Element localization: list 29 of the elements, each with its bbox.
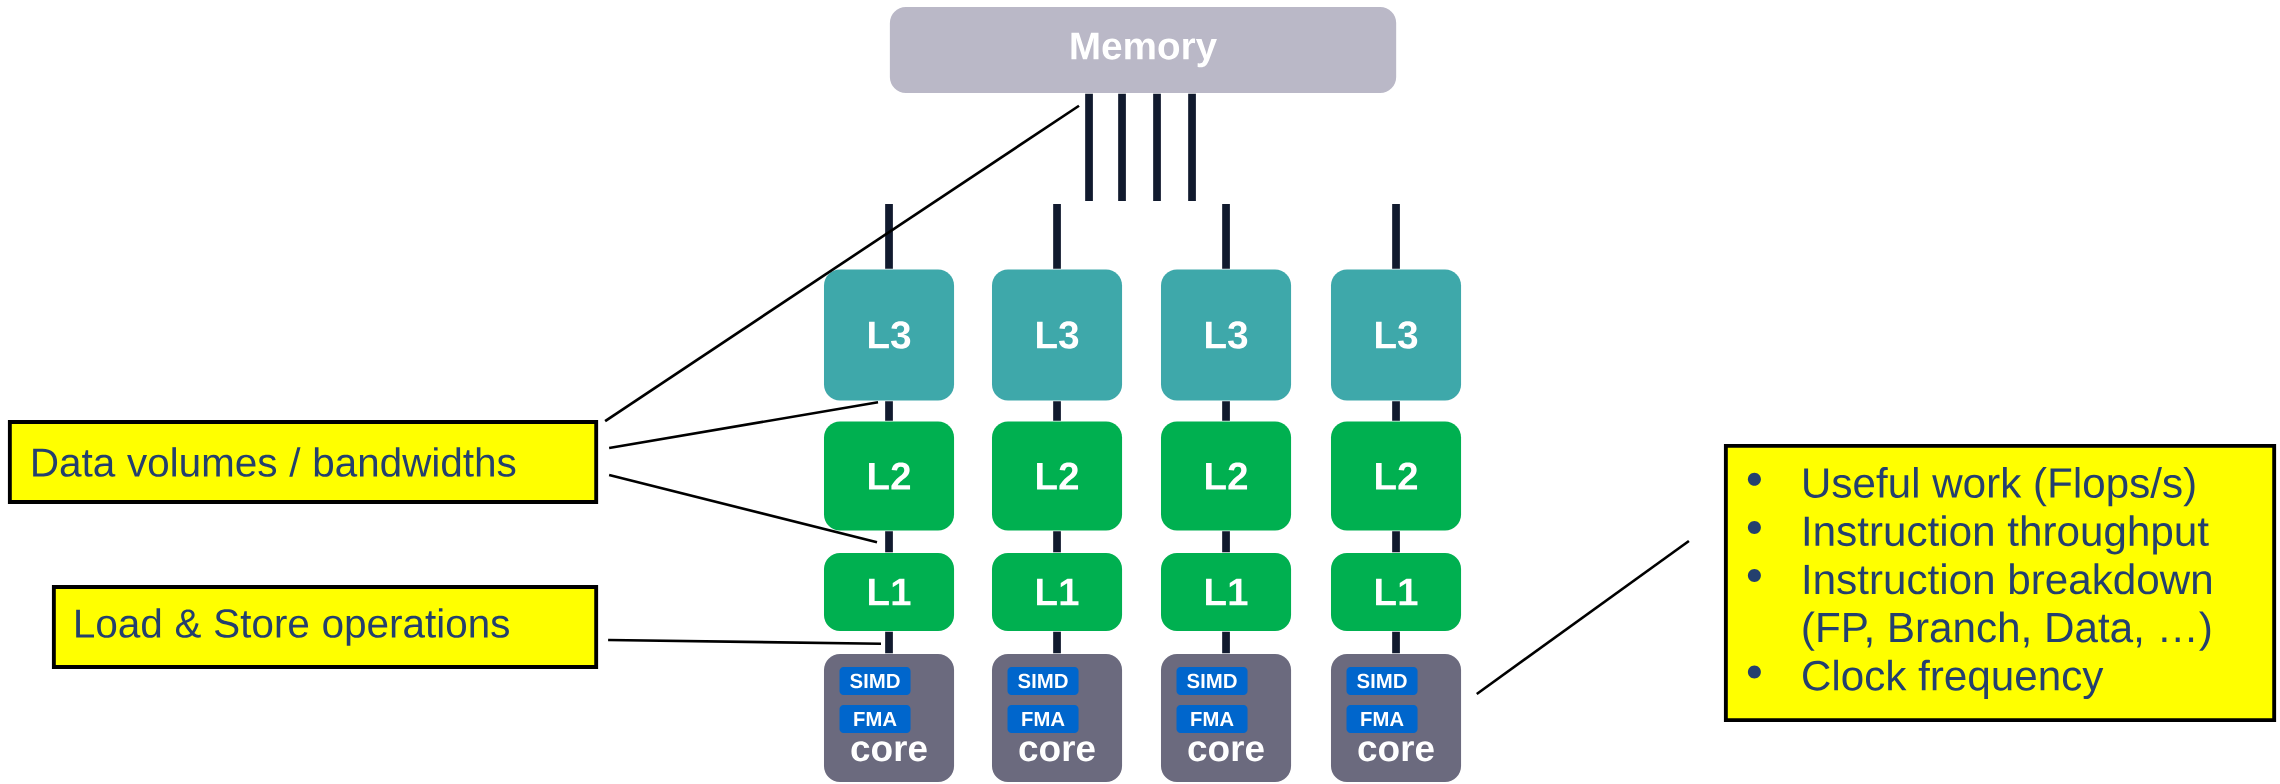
cache-box: L1	[1161, 553, 1292, 632]
cache-box: L2	[824, 421, 955, 531]
cache-box: L3	[1161, 269, 1292, 401]
cache-box: L1	[1331, 553, 1462, 632]
unit-badge: FMA	[1346, 705, 1418, 733]
leader-line	[608, 400, 879, 450]
cache-box: L2	[1161, 421, 1292, 531]
cache-box: L3	[1331, 269, 1462, 401]
cache-box: L1	[992, 553, 1123, 632]
leader-line	[608, 638, 882, 646]
unit-badge: SIMD	[839, 667, 911, 695]
unit-badge: SIMD	[1346, 667, 1418, 695]
unit-badge: FMA	[1007, 705, 1079, 733]
cache-box: L2	[992, 421, 1123, 531]
callout-box: Load & Store operations	[51, 585, 599, 669]
cache-box: L2	[1331, 421, 1462, 531]
unit-badge: FMA	[1176, 705, 1248, 733]
callout-box: Useful work (Flops/s) Instruction throughput Instruction breakdown (FP, Branch, Data, …) Clock frequency	[1723, 444, 2277, 723]
cache-box: L3	[824, 269, 955, 401]
memory-box: Memory	[889, 7, 1397, 94]
unit-badge: FMA	[839, 705, 911, 733]
callout-box: Data volumes / bandwidths	[7, 420, 599, 504]
leader-line	[604, 104, 1080, 423]
cache-box: L1	[824, 553, 955, 632]
unit-badge: SIMD	[1007, 667, 1079, 695]
cache-box: L3	[992, 269, 1123, 401]
unit-badge: SIMD	[1176, 667, 1248, 695]
leader-line	[608, 473, 878, 544]
leader-line	[1476, 539, 1690, 696]
